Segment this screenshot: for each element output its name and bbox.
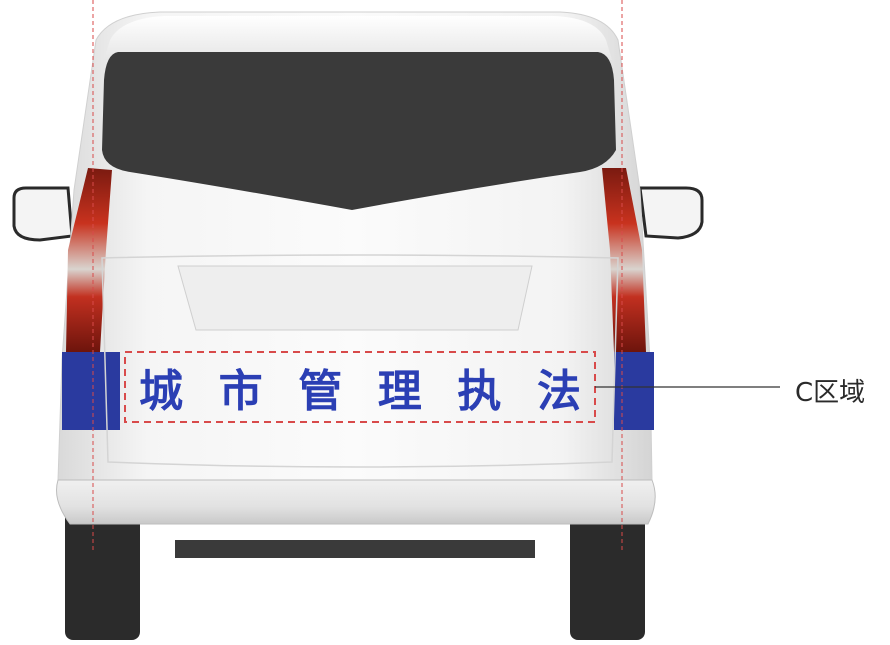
van-lettering: 城 市 管 理 执 法 [125,352,595,422]
lettering-char-6: 法 [536,366,581,417]
left-tail-lamp [66,168,112,352]
license-recess [177,265,533,331]
right-blue-stripe [614,352,654,430]
left-mirror [12,186,74,242]
rear-bumper [56,479,656,525]
roof [104,16,612,60]
rear-window [102,52,616,210]
left-blue-stripe [62,352,120,430]
tailgate-outline [101,254,619,468]
lettering-char-3: 管 [298,366,343,417]
right-tire [570,500,645,640]
right-tail-lamp [602,168,646,352]
left-tire [65,500,140,640]
under-shadow [175,540,535,558]
lettering-char-4: 理 [377,366,422,417]
lettering-char-2: 市 [218,366,263,417]
lettering-char-1: 城 [139,366,183,417]
right-mirror [638,186,704,240]
lettering-char-5: 执 [457,366,502,417]
c-region-label: C区域 [795,378,866,408]
